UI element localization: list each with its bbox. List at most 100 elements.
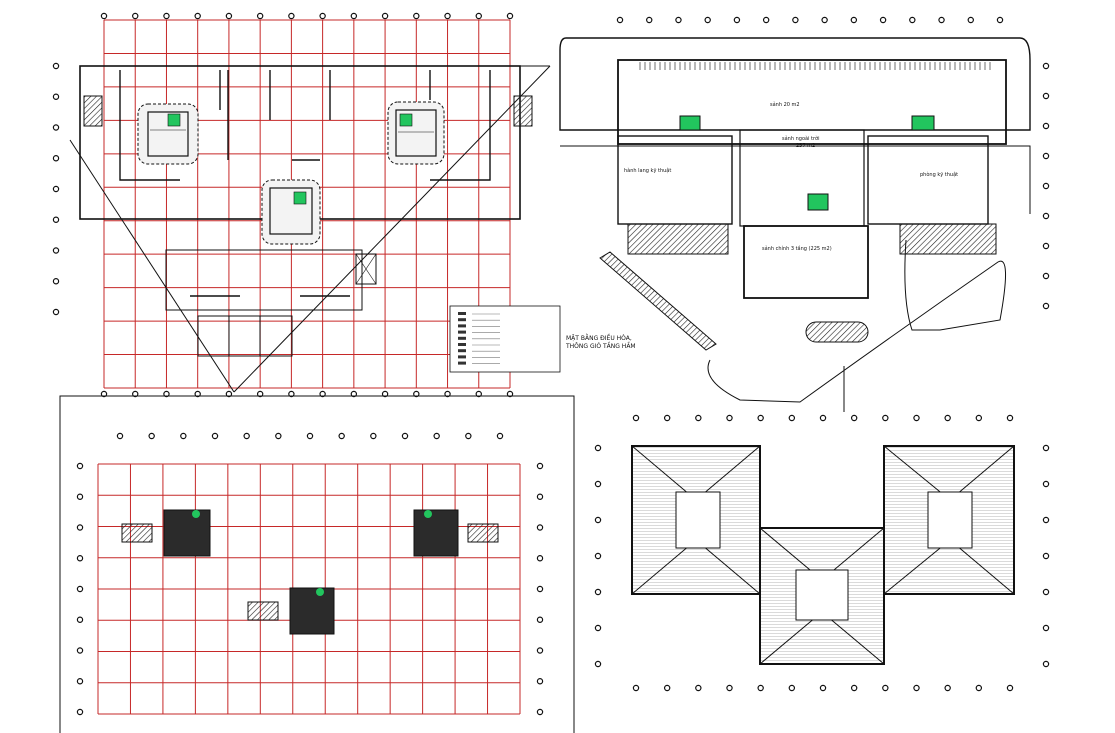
legend-symbol xyxy=(458,312,466,315)
grid-bubble xyxy=(1042,302,1050,310)
grid-bubble xyxy=(444,390,451,398)
grid-bubble xyxy=(663,684,671,692)
legend-symbol xyxy=(458,343,466,346)
vent-grille xyxy=(247,601,279,621)
grid-bubble xyxy=(306,432,314,440)
grid-bubble xyxy=(1042,272,1050,280)
legend-caption-line2: THÔNG GIÓ TẦNG HẦM xyxy=(565,342,636,350)
grid-bubble xyxy=(76,524,84,531)
hatched-band-right xyxy=(899,223,997,255)
grid-bubble xyxy=(536,678,544,685)
stair-right xyxy=(513,95,533,127)
grid-bubble xyxy=(506,12,514,20)
grid-bubble xyxy=(475,12,482,20)
top-right-main-hall xyxy=(617,59,1007,145)
grid-bubble xyxy=(76,493,84,500)
grid-bubble xyxy=(76,708,84,716)
grid-bubble xyxy=(913,414,920,422)
grid-bubble xyxy=(52,155,60,162)
grid-bubble xyxy=(413,12,420,20)
grid-bubble xyxy=(1042,552,1050,560)
legend-box: MẶT BẰNG ĐIỀU HÒA, THÔNG GIÓ TẦNG HẦM xyxy=(449,305,636,373)
top-right-site-outline xyxy=(559,37,1031,131)
stair-left xyxy=(83,95,103,127)
grid-bubble xyxy=(381,390,389,398)
ramp-box xyxy=(355,253,377,285)
site-boundary-line xyxy=(233,65,551,393)
grid-bubble xyxy=(757,414,764,422)
grid-bubble xyxy=(536,493,544,500)
grid-bubble xyxy=(967,16,974,24)
grid-bubble xyxy=(52,278,60,285)
grid-bubble xyxy=(1042,212,1050,220)
grid-bubble xyxy=(726,684,733,692)
grid-bubble xyxy=(882,684,889,692)
grid-bubble xyxy=(243,432,250,440)
grid-bubble xyxy=(256,12,264,20)
grid-bubble xyxy=(536,585,544,593)
grid-bubble xyxy=(632,684,640,692)
bottom-left-dimension-markers xyxy=(76,432,544,716)
grid-bubble xyxy=(850,414,858,422)
grid-bubble xyxy=(76,462,84,470)
grid-bubble xyxy=(850,684,858,692)
grid-bubble xyxy=(475,390,482,398)
grid-bubble xyxy=(594,588,602,596)
grid-bubble xyxy=(1042,152,1050,160)
bottom-right-roof-plan xyxy=(594,414,1050,692)
legend-symbol xyxy=(458,355,466,359)
label-lobby: sảnh chính 3 tầng (225 m2) xyxy=(762,244,832,252)
legend-caption-line1: MẶT BẰNG ĐIỀU HÒA, xyxy=(566,334,632,342)
connector-left xyxy=(760,470,884,528)
grid-bubble xyxy=(975,684,983,692)
legend-symbol xyxy=(458,330,466,334)
grid-bubble xyxy=(350,390,358,398)
lift-core-left xyxy=(137,103,199,165)
grid-bubble xyxy=(704,16,711,24)
grid-bubble xyxy=(726,414,733,422)
grid-bubble xyxy=(350,12,358,20)
legend-symbol xyxy=(458,361,466,365)
grid-bubble xyxy=(536,555,544,562)
driveway-curve xyxy=(707,239,1007,403)
grid-bubble xyxy=(536,462,544,470)
ductwork xyxy=(119,70,491,297)
roof-block-right xyxy=(883,445,1015,595)
grid-bubble xyxy=(76,647,84,654)
site-boundary-line xyxy=(69,139,235,393)
grid-bubble xyxy=(1042,588,1050,596)
grid-bubble xyxy=(938,16,945,24)
roof-block-center xyxy=(759,527,885,665)
grid-bubble xyxy=(76,616,84,623)
grid-bubble xyxy=(413,390,420,398)
hatched-band-left xyxy=(627,223,729,255)
grid-bubble xyxy=(319,390,326,398)
vent-grille xyxy=(467,523,499,543)
lift-top-right-b xyxy=(911,115,935,131)
grid-bubble xyxy=(594,444,602,452)
grid-bubble xyxy=(338,432,345,440)
grid-bubble xyxy=(225,12,233,20)
grid-bubble xyxy=(381,12,389,20)
grid-bubble xyxy=(465,432,472,440)
grid-bubble xyxy=(401,432,409,440)
grid-bubble xyxy=(733,16,741,24)
bottom-left-frame xyxy=(59,395,575,733)
grid-bubble xyxy=(762,16,770,24)
grid-bubble xyxy=(788,414,796,422)
grid-bubble xyxy=(879,16,887,24)
grid-bubble xyxy=(496,432,504,440)
grid-bubble xyxy=(148,432,155,440)
grid-bubble xyxy=(275,432,282,440)
grid-bubble xyxy=(536,524,544,531)
grid-bubble xyxy=(788,684,796,692)
grid-bubble xyxy=(594,516,602,524)
grid-bubble xyxy=(536,616,544,623)
roof-unit-center xyxy=(289,587,335,635)
grid-bubble xyxy=(288,12,295,20)
grid-bubble xyxy=(52,185,60,193)
grid-bubble xyxy=(1042,62,1050,70)
grid-bubble xyxy=(1042,182,1050,190)
grid-bubble xyxy=(132,12,139,20)
